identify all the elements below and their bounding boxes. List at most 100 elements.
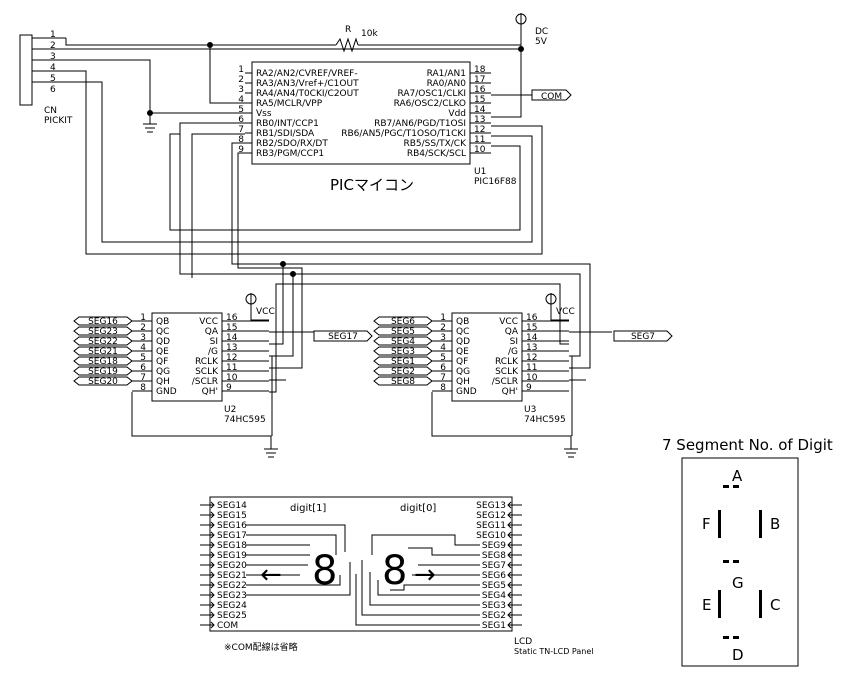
- segment-net-label: SEG20: [88, 377, 118, 387]
- mcu-right-pin-label: RB5/SS/TX/CK: [403, 139, 467, 149]
- sr-left-pin-number: 1: [440, 313, 446, 323]
- mcu-left-pin-label: RA4/AN4/T0CKI/C2OUT: [256, 89, 359, 99]
- sr-ref: U3: [524, 405, 536, 415]
- sr-left-pin-number: 7: [440, 373, 446, 383]
- sr-left-pin-label: QC: [156, 327, 169, 337]
- segment-net-label: SEG6: [391, 317, 415, 327]
- sr-left-pin-number: 3: [440, 333, 446, 343]
- legend-label-c: C: [770, 596, 780, 614]
- mcu-right-pin-number: 16: [474, 85, 486, 95]
- sr-left-pin-number: 5: [440, 353, 446, 363]
- lcd-right-pin-label: SEG1: [482, 621, 506, 631]
- sr-right-pin-label: /G: [208, 347, 218, 357]
- lcd-right-pin-label: SEG4: [482, 591, 506, 601]
- sr-left-pin-label: QF: [456, 357, 468, 367]
- sr-right-pin-number: 14: [226, 333, 238, 343]
- segment-net-label: SEG2: [391, 367, 415, 377]
- lcd-internal-traces: [246, 524, 480, 626]
- lcd-right-pin-arrow-icon: [507, 511, 512, 519]
- segment-net-flag: [73, 346, 133, 356]
- lcd-digit1-label: digit[1]: [290, 503, 326, 514]
- connector-pin-number: 5: [50, 74, 56, 84]
- segment-net-label: SEG21: [88, 347, 118, 357]
- lcd-left-pin-label: COM: [217, 621, 238, 631]
- segment-net-label: SEG19: [88, 367, 118, 377]
- mcu-right-pin-number: 17: [474, 75, 485, 85]
- lcd-left-pin-label: SEG25: [217, 611, 247, 621]
- mcu-left-pin-label: RB3/PGM/CCP1: [256, 149, 324, 159]
- lcd-left-pin-arrow-icon: [210, 571, 215, 579]
- sr-right-pin-number: 15: [526, 323, 537, 333]
- segment-net-flag: [373, 376, 433, 386]
- sr-right-pin-number: 14: [526, 333, 538, 343]
- lcd-right-pin-label: SEG7: [482, 561, 506, 571]
- lcd-left-pin-arrow-icon: [210, 611, 215, 619]
- segment-a: [723, 485, 739, 488]
- lcd-right-pin-label: SEG2: [482, 611, 506, 621]
- sr-left-pin-number: 5: [140, 353, 146, 363]
- sr-part: 74HC595: [224, 415, 266, 425]
- mcu-left-pin-number: 5: [238, 105, 244, 115]
- mcu-left-pin-label: RA3/AN3/Vref+/C1OUT: [256, 79, 359, 89]
- shift-register-body: [451, 312, 523, 402]
- segment-net-flag: [373, 346, 433, 356]
- mcu-right-pin-label: RB4/SCK/SCL: [407, 149, 466, 159]
- sr-right-pin-label: QH': [202, 387, 218, 397]
- lcd-right-pin-arrow-icon: [507, 561, 512, 569]
- legend-label-e: E: [702, 596, 711, 614]
- legend-label-d: D: [732, 646, 744, 664]
- output-net-flag: [613, 330, 673, 342]
- lcd-right-pin-label: SEG9: [482, 541, 506, 551]
- sr-right-pin-label: VCC: [499, 317, 518, 327]
- sr-left-pin-label: QH: [456, 377, 470, 387]
- sr-right-pin-label: RCLK: [495, 357, 519, 367]
- lcd-left-pin-arrow-icon: [210, 591, 215, 599]
- mcu-left-pin-number: 7: [238, 125, 244, 135]
- lcd-right-pin-label: SEG12: [476, 511, 506, 521]
- segment-net-label: SEG1: [391, 357, 415, 367]
- mcu-left-pin-number: 2: [238, 75, 244, 85]
- resistor-ref: R: [345, 25, 351, 35]
- mcu-right-pin-number: 13: [474, 115, 485, 125]
- sr-left-pin-label: QC: [456, 327, 469, 337]
- lcd-right-pin-arrow-icon: [507, 531, 512, 539]
- lcd-left-pin-label: SEG21: [217, 571, 247, 581]
- mcu-right-pin-label: RB7/AN6/PGD/T1OSI: [374, 119, 466, 129]
- sr-right-pin-number: 15: [226, 323, 237, 333]
- connector-pin-number: 2: [50, 41, 56, 51]
- sr-right-pin-number: 10: [226, 373, 238, 383]
- segment-b: [759, 510, 762, 538]
- lcd-panel: SEG14SEG15SEG16SEG17SEG18SEG19SEG20SEG21…: [200, 496, 594, 656]
- sr-left-pin-number: 6: [440, 363, 446, 373]
- resistor-value: 10k: [361, 29, 378, 39]
- lcd-left-pin-arrow-icon: [210, 551, 215, 559]
- output-net-label: SEG17: [328, 332, 358, 342]
- lcd-left-pin-label: SEG23: [217, 591, 247, 601]
- sr-right-pin-label: /SCLR: [192, 377, 218, 387]
- segment-net-label: SEG5: [391, 327, 415, 337]
- lcd-left-pin-label: SEG22: [217, 581, 247, 591]
- lcd-left-pin-label: SEG16: [217, 521, 247, 531]
- lcd-left-pin-arrow-icon: [210, 521, 215, 529]
- mcu-right-pin-number: 12: [474, 125, 485, 135]
- lcd-right-pin-arrow-icon: [507, 581, 512, 589]
- mcu-part: PIC16F88: [474, 177, 517, 187]
- mcu-center-label: PICマイコン: [330, 176, 414, 194]
- lcd-digit0-char: 8: [382, 548, 407, 594]
- lcd-left-pin-arrow-icon: [210, 561, 215, 569]
- sr-left-pin-label: QE: [156, 347, 169, 357]
- vcc-label-u2: VCC: [256, 307, 275, 317]
- lcd-left-pin-label: SEG24: [217, 601, 247, 611]
- sr-left-pin-label: QH: [156, 377, 170, 387]
- connector-pin-number: 6: [50, 85, 56, 95]
- sr-right-pin-number: 16: [526, 313, 538, 323]
- power-5v: DC 5V: [515, 13, 548, 47]
- sr-part: 74HC595: [524, 415, 566, 425]
- sr-left-pin-label: QG: [456, 367, 470, 377]
- sr-left-pin-label: QB: [156, 317, 169, 327]
- sr-left-pin-number: 3: [140, 333, 146, 343]
- segment-e: [718, 590, 721, 618]
- connector-ref: CN: [44, 106, 57, 116]
- segment-net-flag: [373, 316, 433, 326]
